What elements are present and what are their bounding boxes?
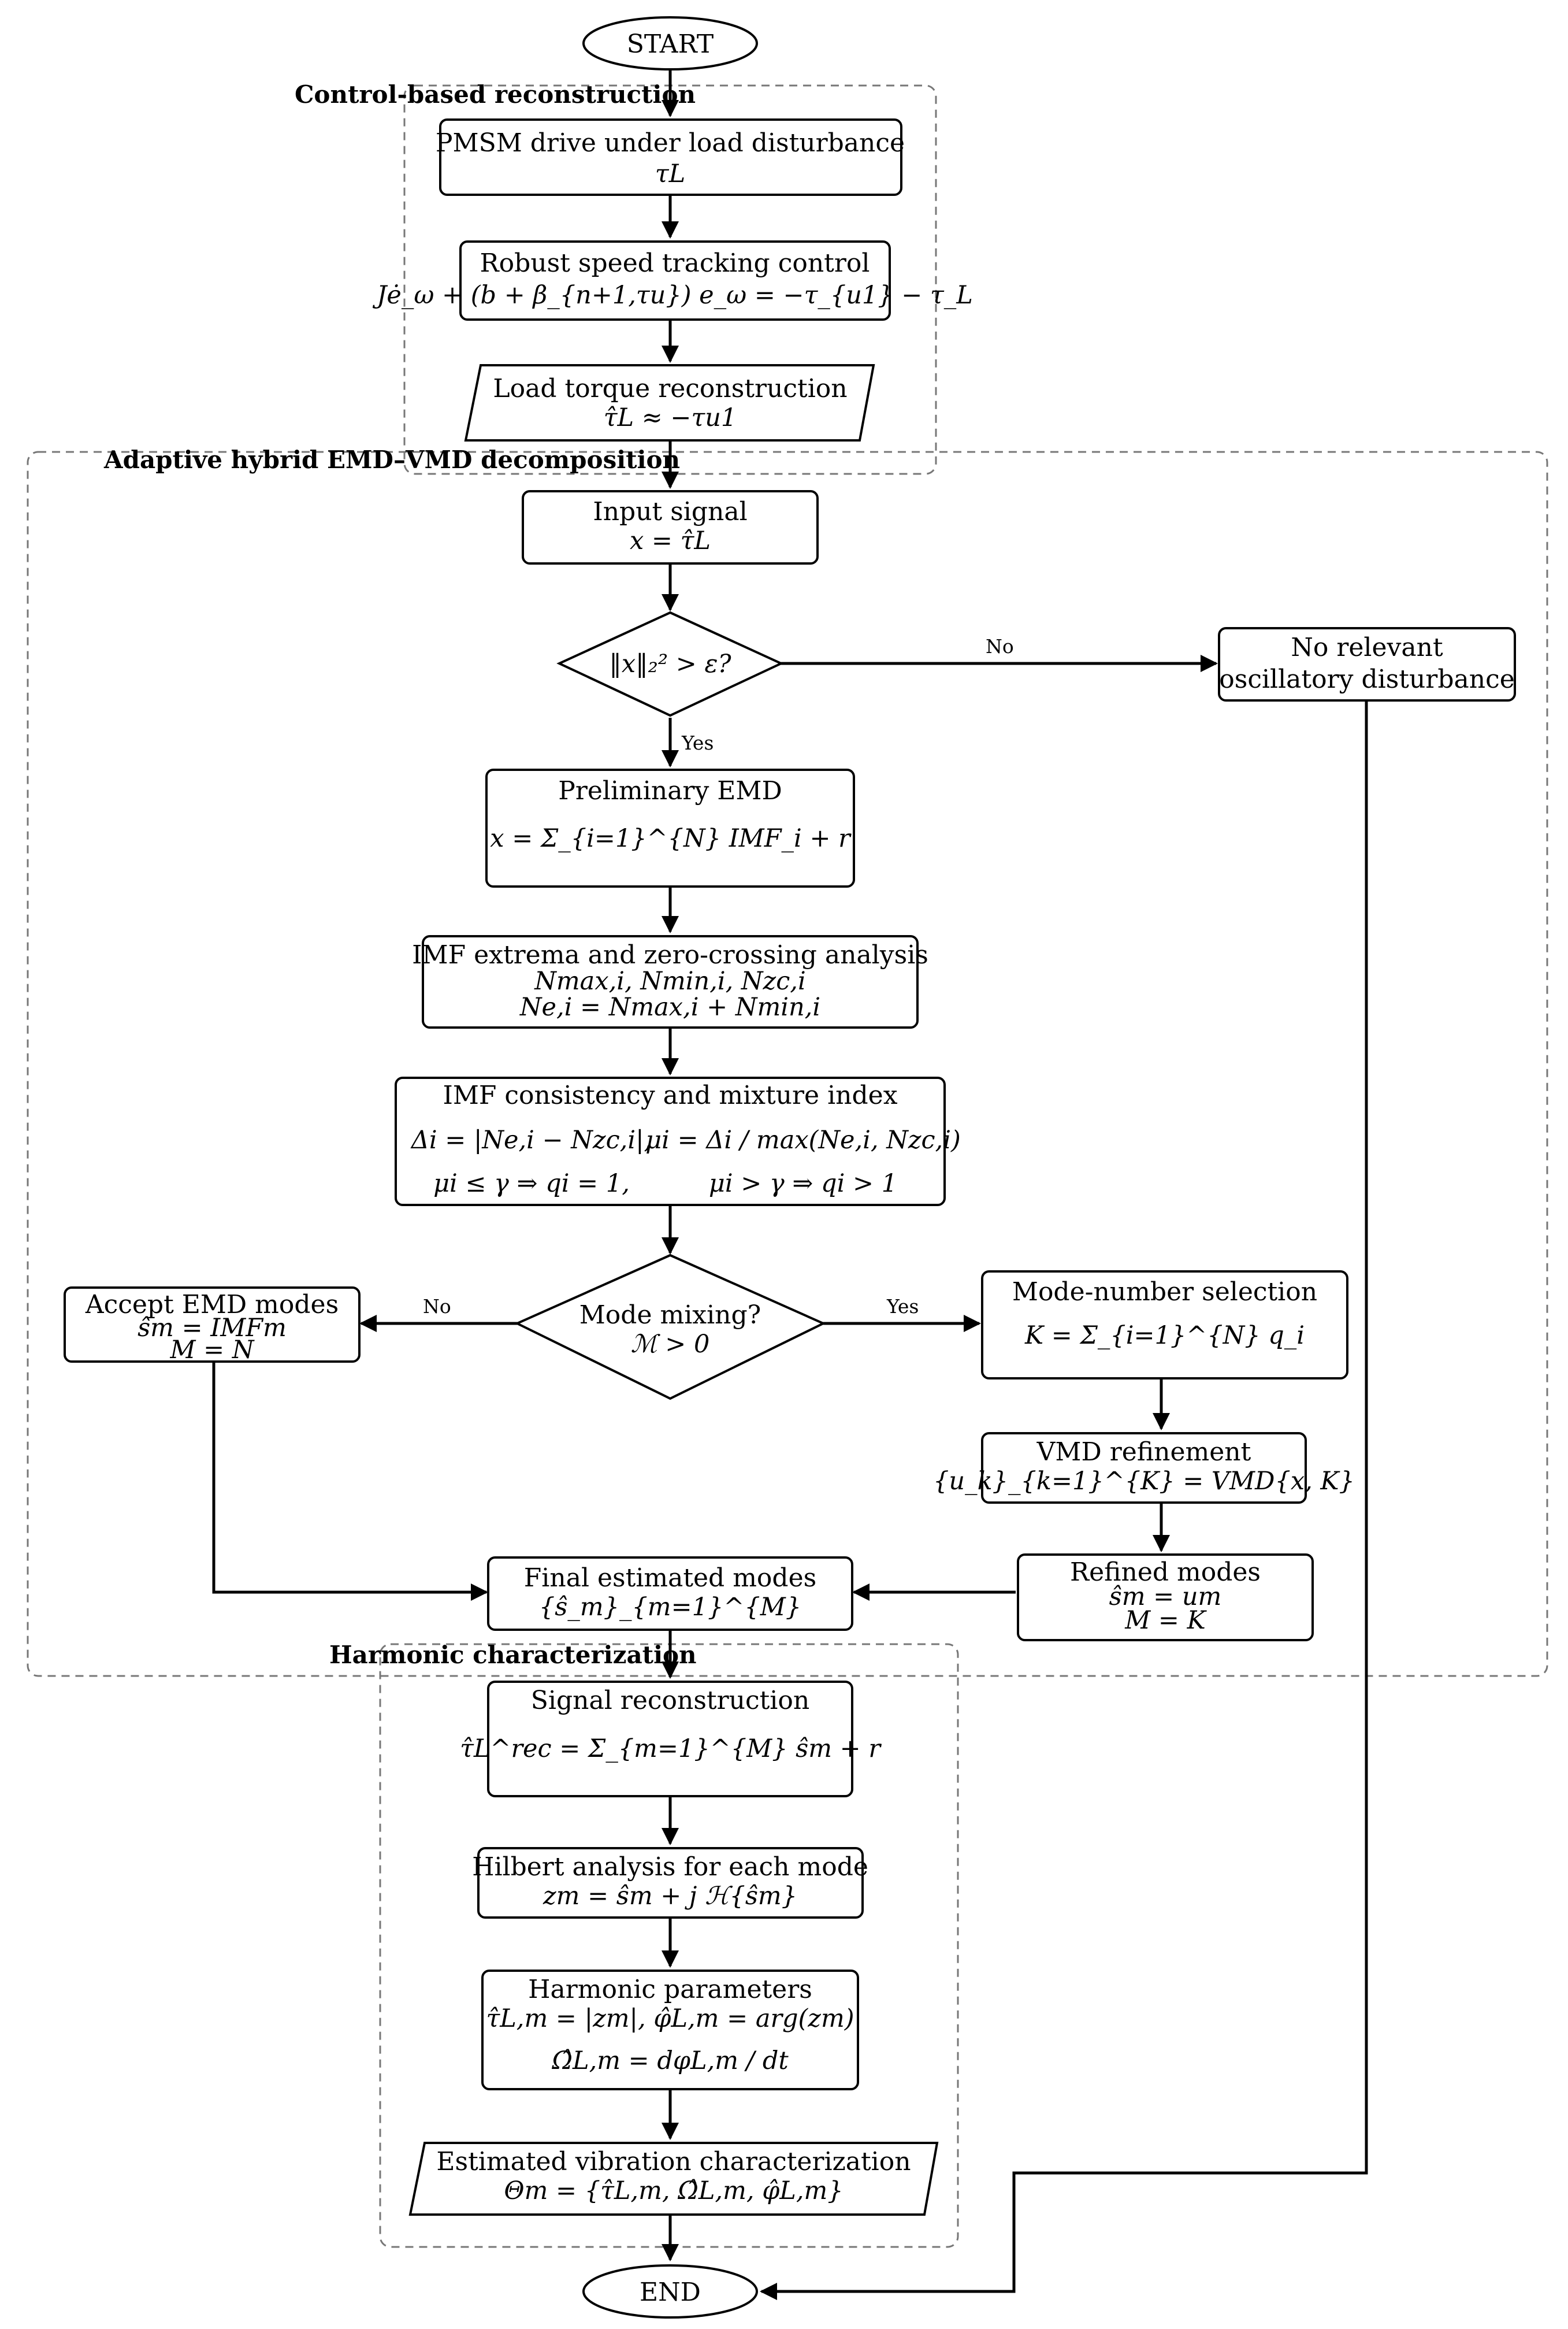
- vmd-node: [981, 1432, 1307, 1504]
- edge-label-no-left: No: [423, 1295, 451, 1318]
- consistency-math2b: μi > γ ⇒ qi > 1: [709, 1169, 897, 1198]
- hilbert-title: Hilbert analysis for each mode: [472, 1852, 868, 1882]
- vmd-title: VMD refinement: [1036, 1437, 1251, 1467]
- edges: [212, 68, 1368, 2300]
- harmonic-params-math1: τ̂L,m = |zm|, φ̂L,m = arg(zm): [486, 2004, 854, 2033]
- robust-control-node: [459, 240, 891, 321]
- consistency-math1a: Δi = |Ne,i − Nzc,i|,: [410, 1126, 652, 1155]
- vibration-math: Θm = {τ̂L,m, Ω̂L,m, φ̂L,m}: [504, 2176, 843, 2205]
- input-signal-node: [522, 490, 819, 565]
- harmonic-params-math2: Ω̂L,m = dφL,m / dt: [551, 2046, 789, 2075]
- extrema-math1: Nmax,i, Nmin,i, Nzc,i: [534, 967, 805, 996]
- mixing-line2: ℳ > 0: [631, 1330, 710, 1359]
- emd-node: [485, 769, 855, 888]
- no-relevant-node: [1218, 627, 1516, 702]
- consistency-math2a: μi ≤ γ ⇒ qi = 1,: [433, 1169, 630, 1198]
- consistency-node: [395, 1077, 946, 1206]
- mode-mixing-decision: [514, 1253, 826, 1400]
- extrema-math2: Ne,i = Nmax,i + Nmin,i: [519, 993, 820, 1022]
- mixing-line1: Mode mixing?: [579, 1300, 761, 1330]
- input-title: Input signal: [593, 497, 747, 526]
- vibration-title: Estimated vibration characterization: [436, 2147, 911, 2176]
- no-relevant-line2: oscillatory disturbance: [1219, 665, 1515, 694]
- refined-math1: ŝm = um: [1109, 1582, 1222, 1611]
- emd-math: x = Σ_{i=1}^{N} IMF_i + r: [490, 824, 852, 853]
- edge-label-yes-down: Yes: [681, 732, 714, 754]
- load-title: Load torque reconstruction: [493, 374, 847, 403]
- refined-title: Refined modes: [1070, 1557, 1261, 1587]
- final-math: {ŝ_m}_{m=1}^{M}: [539, 1593, 801, 1622]
- section-frame-decomposition: [27, 451, 1548, 1677]
- reconstruction-title: Signal reconstruction: [531, 1686, 809, 1715]
- consistency-math1b: μi = Δi / max(Ne,i, Nzc,i): [645, 1126, 961, 1155]
- pmsm-title: PMSM drive under load disturbance: [436, 128, 905, 158]
- end-label: END: [640, 2278, 701, 2307]
- harmonic-params-title: Harmonic parameters: [528, 1975, 812, 2004]
- accept-title: Accept EMD modes: [85, 1290, 339, 1319]
- section-title-decomposition: Adaptive hybrid EMD–VMD decomposition: [103, 446, 680, 474]
- accept-emd-node: [64, 1286, 361, 1363]
- refined-modes-node: [1017, 1553, 1314, 1641]
- hilbert-math: zm = ŝm + j ℋ{ŝm}: [543, 1882, 797, 1911]
- extrema-title: IMF extrema and zero-crossing analysis: [412, 940, 928, 970]
- reconstruction-math: τ̂L^rec = Σ_{m=1}^{M} ŝm + r: [460, 1734, 882, 1763]
- start-terminal: [582, 16, 758, 71]
- final-modes-node: [487, 1556, 853, 1631]
- harmonic-params-node: [481, 1970, 859, 2090]
- edge-label-yes-right: Yes: [886, 1295, 919, 1318]
- mode-number-node: [981, 1270, 1348, 1379]
- mode-number-math: K = Σ_{i=1}^{N} q_i: [1024, 1321, 1305, 1350]
- robust-title: Robust speed tracking control: [480, 249, 870, 278]
- end-terminal: [582, 2264, 758, 2319]
- energy-check-math: ‖x‖₂² > ε?: [609, 650, 731, 678]
- energy-check-decision: [556, 611, 784, 717]
- emd-title: Preliminary EMD: [558, 776, 782, 806]
- input-math: x = τ̂L: [630, 526, 711, 555]
- edge-norelevant-end: [760, 699, 1368, 2300]
- extrema-node: [422, 935, 919, 1029]
- edge-label-no-right: No: [986, 635, 1014, 658]
- robust-math: Jė_ω + (b + β_{n+1,τu}) e_ω = −τ_{u1} − …: [372, 281, 973, 310]
- load-torque-node: [464, 364, 875, 442]
- vmd-math: {u_k}_{k=1}^{K} = VMD{x, K}: [933, 1467, 1355, 1496]
- mode-number-title: Mode-number selection: [1012, 1277, 1317, 1307]
- accept-math2: M = N: [169, 1336, 254, 1364]
- section-title-control: Control-based reconstruction: [295, 80, 696, 109]
- consistency-title: IMF consistency and mixture index: [443, 1081, 897, 1110]
- accept-math1: ŝm = IMFm: [138, 1314, 287, 1342]
- pmsm-node: [439, 118, 902, 196]
- pmsm-math: τL: [655, 160, 685, 188]
- vibration-node: [408, 2142, 939, 2216]
- refined-math2: M = K: [1124, 1606, 1207, 1635]
- reconstruction-node: [487, 1681, 853, 1797]
- final-title: Final estimated modes: [524, 1563, 816, 1593]
- section-title-harmonic: Harmonic characterization: [329, 1641, 697, 1669]
- load-math: τ̂L ≈ −τu1: [604, 403, 737, 432]
- start-label: START: [627, 29, 714, 59]
- no-relevant-line1: No relevant: [1291, 633, 1443, 662]
- hilbert-node: [477, 1847, 864, 1919]
- edge-accept-final: [212, 1361, 488, 1601]
